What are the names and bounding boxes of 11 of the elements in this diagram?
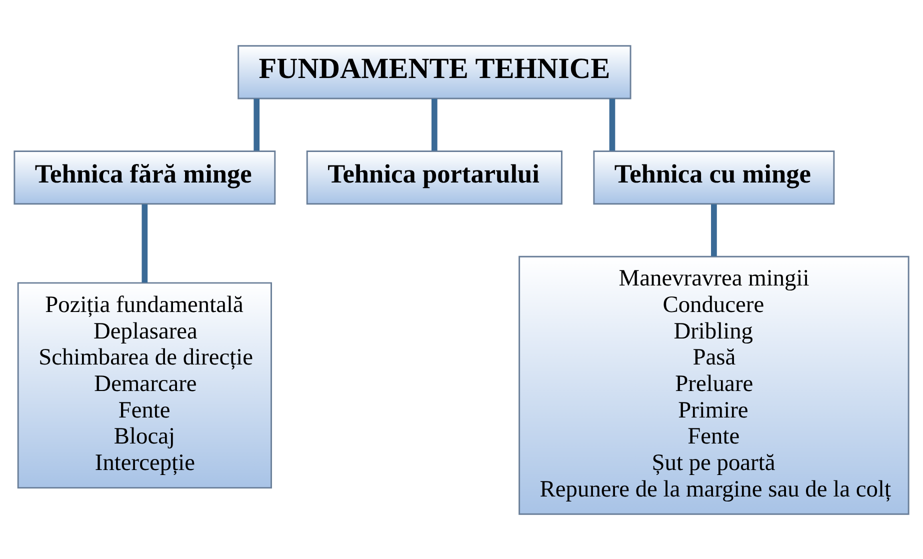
node-box: Tehnica portarului (306, 150, 562, 204)
connector (609, 98, 616, 150)
node-box: Tehnica cu minge (593, 150, 835, 204)
node-box: FUNDAMENTE TEHNICE (238, 44, 632, 99)
connector (142, 204, 148, 282)
node-box: Tehnica fără minge (14, 150, 276, 204)
connector (432, 98, 438, 150)
node-box: Manevravrea mingii Conducere Dribling Pasă Preluare Primire Fente Șut pe poartă Repunere de la margine sau de la colț (518, 255, 910, 514)
connector (711, 204, 717, 256)
node-box: Poziția fundamentală Deplasarea Schimbarea de direcție Demarcare Fente Blocaj Intercepție (17, 282, 272, 488)
connector (254, 98, 260, 150)
